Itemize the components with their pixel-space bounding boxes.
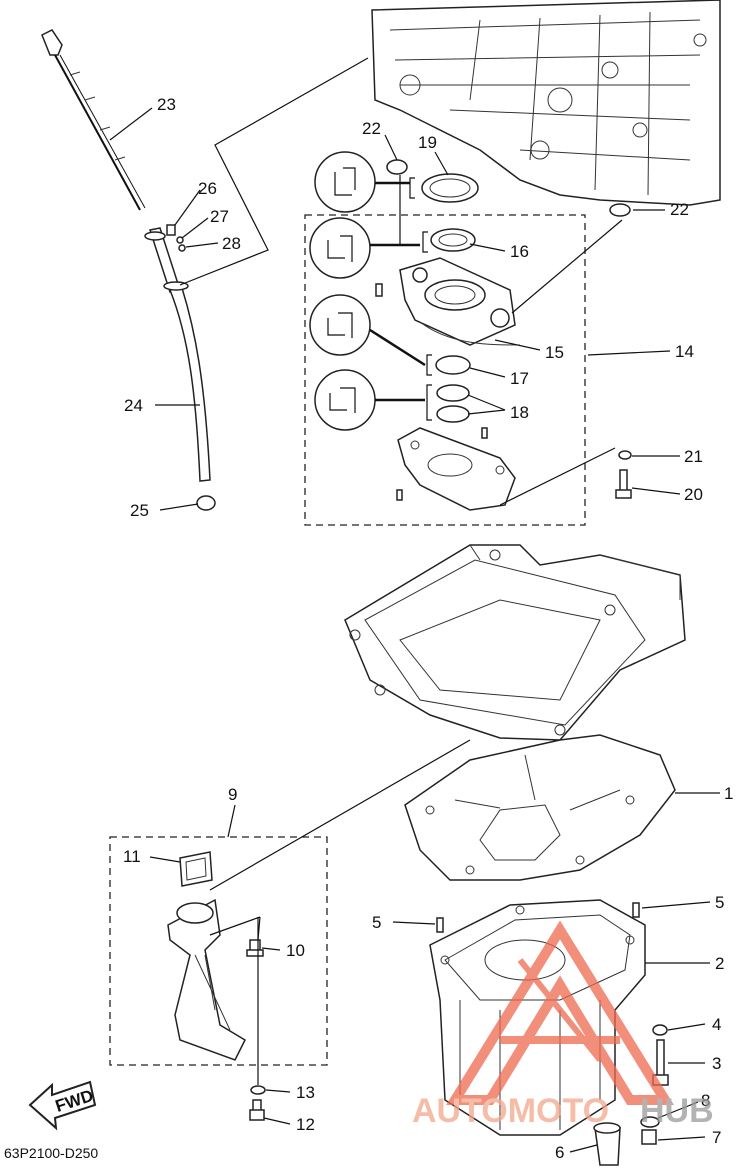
oil-seal-18a <box>436 384 470 402</box>
callout-11: 11 <box>123 847 141 866</box>
housing-15 <box>375 257 521 346</box>
dowel-5a <box>436 917 444 933</box>
bolt-20 <box>615 450 632 499</box>
callout-3: 3 <box>712 1054 721 1073</box>
o-ring-22b <box>609 203 631 217</box>
oil-seal-18b <box>436 405 470 423</box>
callout-9: 9 <box>228 785 237 804</box>
callout-1: 1 <box>724 784 733 803</box>
seal-detail-4 <box>314 369 376 431</box>
oil-seal-16 <box>430 228 476 252</box>
callout-19: 19 <box>418 133 437 152</box>
callout-12: 12 <box>296 1115 315 1134</box>
callout-7: 7 <box>712 1128 721 1147</box>
group-box-9 <box>109 836 328 1066</box>
dipstick <box>41 29 146 211</box>
diagram-code: 63P2100-D250 <box>4 1145 98 1161</box>
drain-plug-7 <box>640 1116 660 1145</box>
watermark-text-1: AUTOMOTO <box>412 1092 609 1130</box>
callout-23: 23 <box>157 95 176 114</box>
callout-5b: 5 <box>715 893 724 912</box>
callout-5a: 5 <box>372 913 381 932</box>
callout-28: 28 <box>222 234 241 253</box>
callout-8: 8 <box>701 1091 710 1110</box>
washer-4 <box>652 1024 668 1036</box>
dipstick-guide <box>144 227 216 511</box>
callout-17: 17 <box>510 369 529 388</box>
dowel-5b <box>632 902 640 918</box>
callout-14: 14 <box>675 342 694 361</box>
callout-22a: 22 <box>362 119 381 138</box>
group-box-14 <box>304 214 586 526</box>
fwd-arrow-icon <box>28 1080 97 1131</box>
gasket-1 <box>404 734 676 881</box>
callout-10: 10 <box>286 941 305 960</box>
seal-detail-2 <box>309 217 371 279</box>
gasket-11 <box>179 851 213 887</box>
watermark-text-2: HUB <box>640 1092 714 1130</box>
cylinder-block <box>371 0 721 206</box>
bolt-10 <box>246 939 264 957</box>
callout-25: 25 <box>130 501 149 520</box>
callout-18: 18 <box>510 403 529 422</box>
oil-seal-17 <box>435 355 471 375</box>
callout-labels: 23 22 19 26 27 28 16 22 15 14 24 17 18 2… <box>123 95 733 1162</box>
lower-housing <box>396 427 516 511</box>
callout-21: 21 <box>684 447 703 466</box>
strainer-6 <box>593 1122 621 1166</box>
o-ring-22a <box>386 159 408 175</box>
callout-26: 26 <box>198 179 217 198</box>
oil-seal-19 <box>421 173 479 203</box>
callout-22b: 22 <box>670 200 689 219</box>
callout-4: 4 <box>712 1015 721 1034</box>
callout-6: 6 <box>555 1143 564 1162</box>
callout-24: 24 <box>124 396 143 415</box>
seal-detail-1 <box>314 151 376 213</box>
callout-13: 13 <box>296 1083 315 1102</box>
callout-20: 20 <box>684 485 703 504</box>
bolt-26-27-28 <box>166 224 186 252</box>
exhaust-guide <box>344 544 686 741</box>
bolt-12 <box>249 1099 265 1121</box>
leader-lines <box>109 57 720 1153</box>
watermark-logo: AUTOMOTO HUB <box>412 920 714 1130</box>
callout-2: 2 <box>715 954 724 973</box>
seal-detail-3 <box>309 294 371 356</box>
washer-13 <box>250 1085 266 1095</box>
callout-15: 15 <box>545 343 564 362</box>
callout-16: 16 <box>510 242 529 261</box>
oil-strainer <box>167 898 246 1061</box>
callout-27: 27 <box>210 207 229 226</box>
